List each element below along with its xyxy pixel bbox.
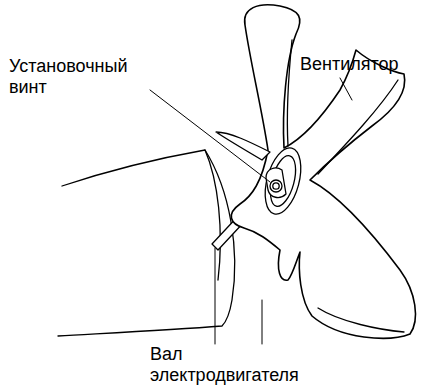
part-label: Вентилятор bbox=[300, 54, 430, 75]
leader-line bbox=[150, 90, 270, 182]
fan-blade-thin bbox=[216, 132, 270, 160]
fan-hub-inner bbox=[266, 153, 301, 209]
set-screw-head bbox=[273, 183, 279, 189]
hub-collar bbox=[266, 168, 286, 197]
motor-body bbox=[58, 150, 235, 336]
part-label: Установочный винт bbox=[9, 56, 154, 98]
fan-blade-edge bbox=[287, 40, 292, 146]
leader-line bbox=[340, 78, 352, 100]
leader-line bbox=[262, 300, 263, 344]
motor-face bbox=[205, 150, 220, 280]
set-screw bbox=[270, 180, 282, 192]
part-label: Вал электродвигателя bbox=[150, 344, 330, 386]
leader-line bbox=[215, 248, 216, 344]
fan-hub bbox=[259, 144, 308, 218]
fan-blade-edge bbox=[318, 308, 404, 332]
fan-blade-edge bbox=[318, 80, 398, 174]
